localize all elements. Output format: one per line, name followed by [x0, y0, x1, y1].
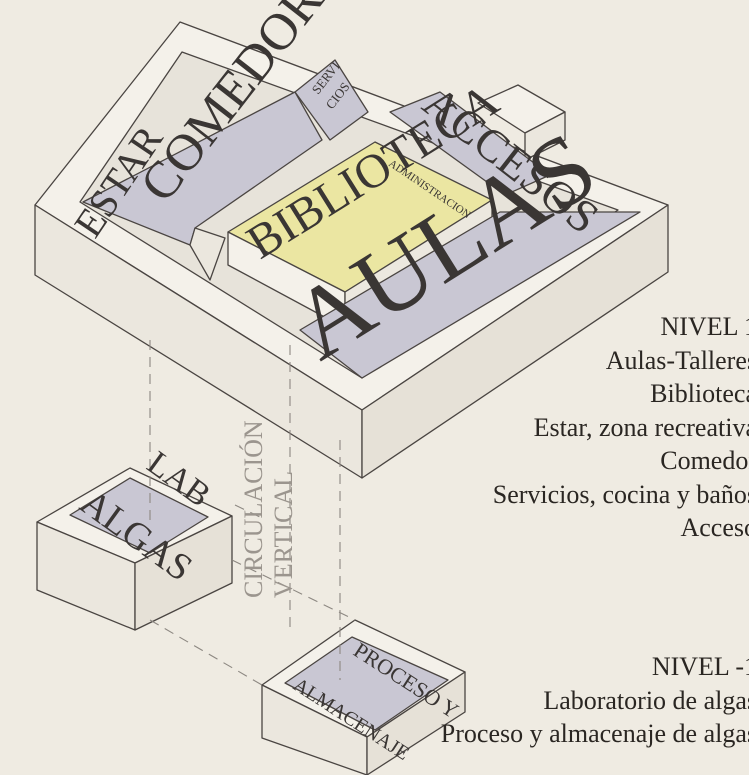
legend-item: Biblioteca	[650, 379, 749, 408]
legend-level-minus-1: NIVEL -1 Laboratorio de algas Proceso y …	[441, 650, 749, 751]
process-block	[261, 619, 466, 775]
zone-accesos	[389, 91, 551, 196]
circulation-lines	[149, 340, 356, 686]
label-circulacion: CIRCULACIÓN	[239, 420, 268, 598]
legend-title: NIVEL 1	[660, 312, 749, 341]
legend-item: Comedor	[660, 446, 749, 475]
zone-estar-comedor	[82, 91, 323, 281]
lab-block	[36, 467, 233, 631]
circulation-labels: CIRCULACIÓN VERTICAL	[239, 420, 298, 598]
access-box	[477, 84, 566, 161]
legend-item: Proceso y almacenaje de algas	[440, 719, 749, 748]
legend-item: Estar, zona recreativa	[533, 412, 749, 442]
legend-item: Acceso	[680, 513, 749, 542]
label-vertical: VERTICAL	[269, 471, 298, 598]
zone-aulas	[299, 211, 641, 379]
legend-item: Aulas-Talleres	[605, 345, 749, 375]
legend-title: NIVEL -1	[651, 652, 749, 681]
legend-item: Servicios, cocina y baños	[492, 479, 749, 509]
zone-servicios	[294, 59, 369, 141]
legend-level-1: NIVEL 1 Aulas-Talleres Biblioteca Estar,…	[493, 310, 749, 545]
legend-item: Laboratorio de algas	[543, 685, 749, 715]
